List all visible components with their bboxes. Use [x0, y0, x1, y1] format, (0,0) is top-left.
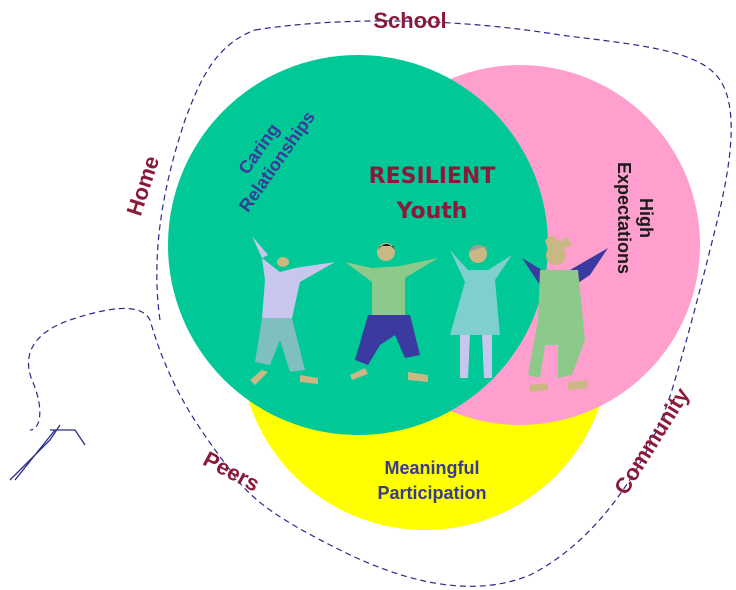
center-title-line2: Youth: [396, 199, 468, 224]
center-title-line1: RESILIENT: [369, 164, 496, 189]
figure-green-shirt: [345, 243, 438, 382]
community-boundary-line: [27, 20, 732, 587]
participation-line2: Participation: [377, 483, 486, 503]
figure-dress: [450, 245, 512, 378]
pen-scribble-icon: [9, 424, 86, 481]
high-expectations-label: High Expectations: [614, 162, 656, 274]
home-label: Home: [122, 153, 165, 219]
expectations-line2: Expectations: [614, 162, 634, 274]
participation-line1: Meaningful: [385, 458, 480, 478]
peers-label: Peers: [199, 446, 264, 496]
figure-lavender: [250, 236, 335, 385]
community-label: Community: [609, 382, 695, 499]
figure-overalls: [522, 235, 608, 392]
school-label: School: [373, 8, 446, 33]
expectations-line1: High: [636, 198, 656, 238]
